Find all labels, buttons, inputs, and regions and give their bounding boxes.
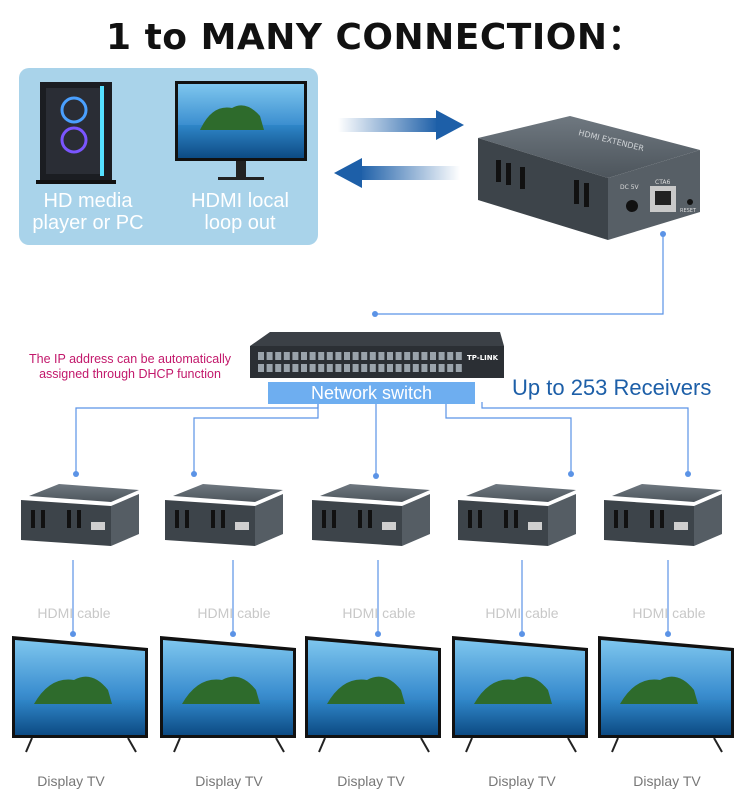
uplink-cable (375, 234, 664, 315)
extender-port-dc-label: DC 5V (620, 184, 640, 191)
display-tv-icon (305, 636, 441, 753)
display-tv-icon (160, 636, 296, 753)
extender-port-cat-label: CTA6 (655, 179, 670, 186)
dhcp-note: The IP address can be automatically assi… (29, 352, 231, 381)
receive-arrow-icon (334, 158, 460, 188)
transmitter-icon: HDMI EXTENDER DC 5V CTA6 RESET (478, 116, 700, 240)
cable-endpoints (73, 471, 691, 479)
switch-brand: TP-LINK (467, 354, 499, 362)
network-switch-label: Network switch (268, 382, 475, 404)
receiver-icon (312, 484, 430, 546)
hdmi-cable-line (70, 560, 76, 637)
hdmi-cable-label: HDMI cable (485, 605, 559, 621)
hdmi-cable-line (375, 560, 381, 637)
monitor-icon (175, 81, 307, 180)
transmit-arrow-icon (338, 110, 464, 140)
network-switch-icon: TP-LINK (250, 332, 504, 378)
page-title: 1 to MANY CONNECTION： (106, 17, 644, 58)
receiver-icon (604, 484, 722, 546)
pc-tower-icon (36, 82, 116, 184)
hdmi-cable-label: HDMI cable (37, 605, 111, 621)
hdmi-cable-label: HDMI cable (342, 605, 416, 621)
hdmi-cable-line (230, 560, 236, 637)
receiver-icon (165, 484, 283, 546)
receiver-count-label: Up to 253 Receivers (512, 375, 712, 400)
downlink-cables (75, 402, 689, 474)
display-tv-icon (452, 636, 588, 753)
display-tv-label: Display TV (488, 773, 556, 789)
hdmi-cable-label: HDMI cable (197, 605, 271, 621)
display-tv-icon (598, 636, 734, 753)
hdmi-cable-label: HDMI cable (632, 605, 706, 621)
display-tv-label: Display TV (195, 773, 263, 789)
display-tv-label: Display TV (337, 773, 405, 789)
source-label-pc: HD media player or PC (32, 190, 144, 234)
display-tv-label: Display TV (37, 773, 105, 789)
display-tv-icon (12, 636, 148, 753)
display-tv-label: Display TV (633, 773, 701, 789)
hdmi-cable-line (665, 560, 671, 637)
receiver-icon (458, 484, 576, 546)
hdmi-cable-line (519, 560, 525, 637)
extender-reset-label: RESET (680, 208, 697, 214)
source-label-loop: HDMI local loop out (191, 190, 289, 234)
receiver-icon (21, 484, 139, 546)
